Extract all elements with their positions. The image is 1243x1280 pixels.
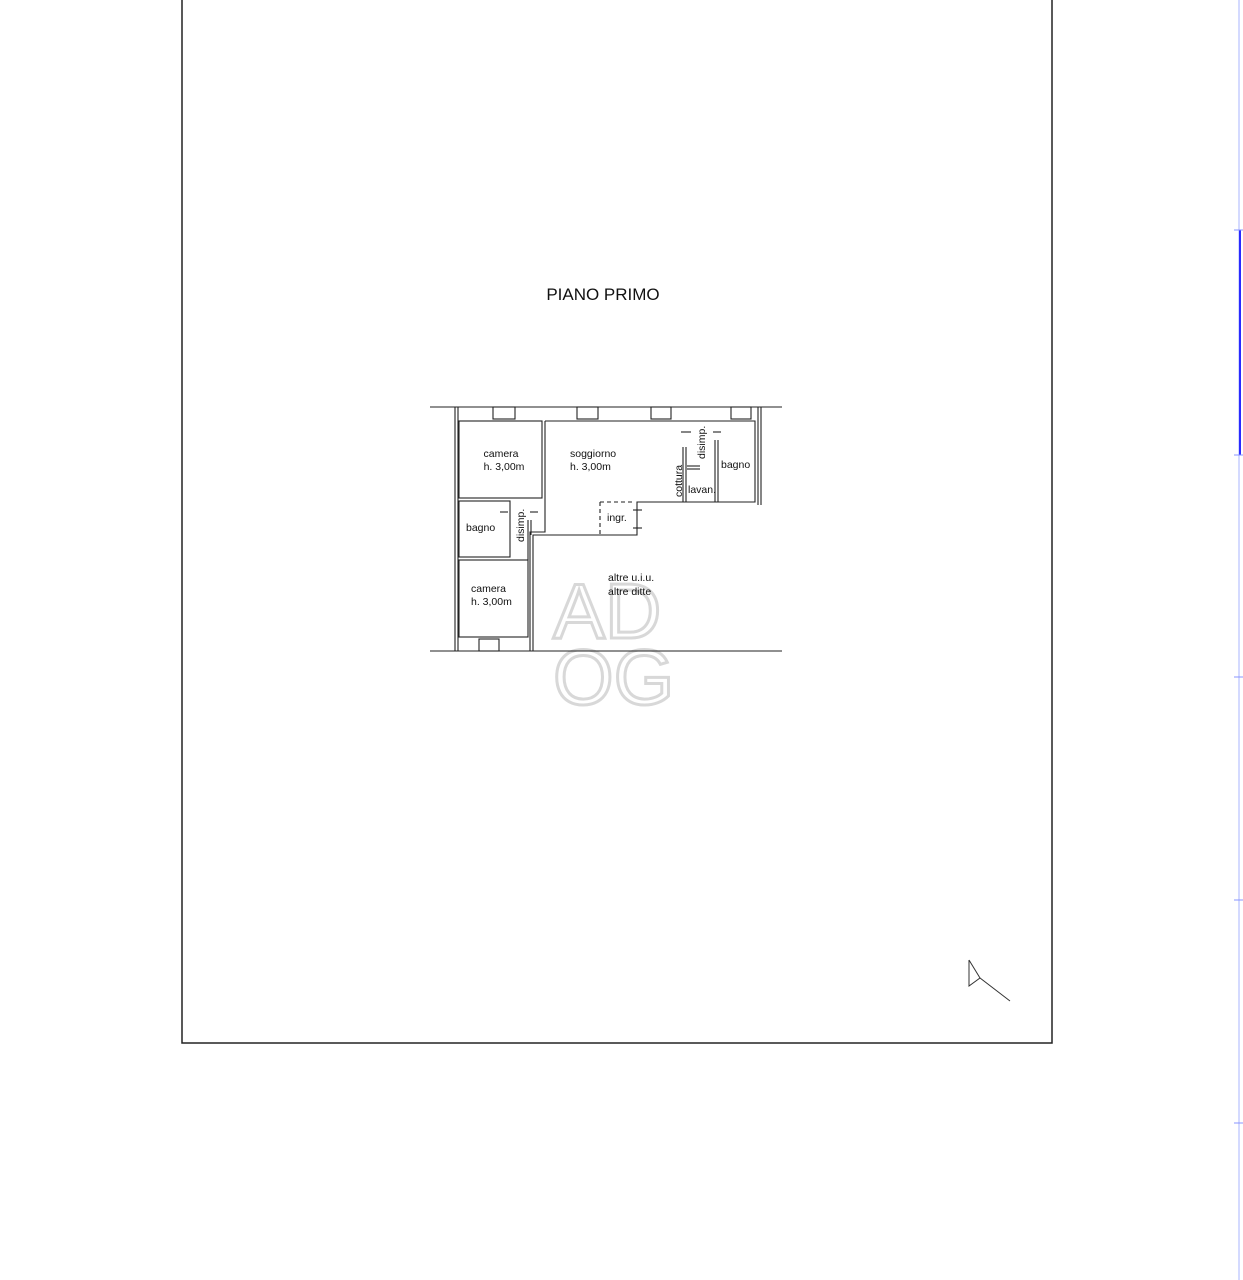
other-units-label: altre u.i.u.	[608, 572, 654, 584]
floor-plan	[430, 406, 782, 652]
room-label: bagno	[721, 459, 750, 471]
page-ruler[interactable]	[1234, 0, 1243, 1280]
room-label: bagno	[466, 522, 495, 534]
north-arrow-icon	[968, 960, 1011, 1002]
svg-text:AD: AD	[553, 567, 661, 655]
room-height: h. 3,00m	[570, 461, 611, 473]
room-label: camera	[471, 583, 506, 595]
room-camera-bottom	[458, 559, 529, 638]
room-bagno-left	[458, 500, 511, 558]
room-soggiorno	[529, 420, 756, 651]
sheet-frame	[181, 0, 1053, 1044]
other-units-label: altre ditte	[608, 586, 651, 598]
room-label: ingr.	[607, 512, 627, 524]
room-camera-top	[458, 420, 543, 499]
room-label: lavan.	[688, 484, 716, 496]
svg-text:OG: OG	[553, 633, 674, 721]
room-label: disimp.	[696, 426, 708, 459]
room-label: cottura	[673, 465, 685, 497]
room-label: soggiorno	[570, 448, 616, 460]
room-height: h. 3,00m	[471, 596, 512, 608]
room-label: camera	[483, 448, 518, 460]
room-label: disimp.	[515, 509, 527, 542]
sheet-title: PIANO PRIMO	[546, 285, 659, 304]
watermark-logo: AD OG	[552, 566, 676, 723]
room-height: h. 3,00m	[484, 461, 525, 473]
